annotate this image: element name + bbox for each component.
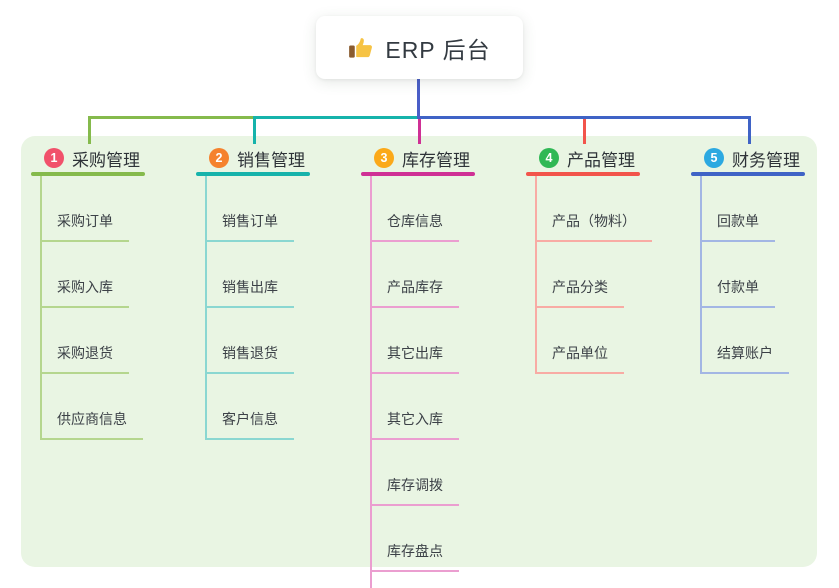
- child-node[interactable]: 产品（物料）: [537, 176, 652, 242]
- branch-children: 销售订单销售出库销售退货客户信息: [205, 175, 360, 440]
- child-node[interactable]: 回款单: [702, 176, 775, 242]
- branch-number-badge: 3: [374, 148, 394, 168]
- branch-drop-line: [418, 117, 421, 144]
- child-node[interactable]: 仓库信息: [372, 176, 459, 242]
- connector-segment: [88, 116, 253, 119]
- branch-header[interactable]: 1 采购管理: [31, 146, 195, 170]
- child-node[interactable]: 出库库明细: [372, 572, 473, 588]
- thumbs-up-icon: [348, 34, 375, 61]
- connector-segment: [417, 116, 751, 119]
- branch-header[interactable]: 3 库存管理: [361, 146, 525, 170]
- child-node[interactable]: 库存盘点: [372, 506, 459, 572]
- branch-1: 1 采购管理 采购订单采购入库采购退货供应商信息: [31, 146, 195, 440]
- branch-underline: [361, 172, 475, 176]
- branches-panel: [21, 136, 817, 567]
- branch-underline: [31, 172, 145, 176]
- branch-header[interactable]: 4 产品管理: [526, 146, 690, 170]
- branch-3: 3 库存管理 仓库信息产品库存其它出库其它入库库存调拨库存盘点出库库明细: [361, 146, 525, 588]
- branch-4: 4 产品管理 产品（物料）产品分类产品单位: [526, 146, 690, 374]
- child-node[interactable]: 客户信息: [207, 374, 294, 440]
- branch-label: 产品管理: [567, 150, 635, 170]
- branch-underline: [526, 172, 640, 176]
- branch-number-badge: 2: [209, 148, 229, 168]
- child-node[interactable]: 供应商信息: [42, 374, 143, 440]
- child-node[interactable]: 销售出库: [207, 242, 294, 308]
- branch-5: 5 财务管理 回款单付款单结算账户: [691, 146, 839, 374]
- child-node[interactable]: 销售退货: [207, 308, 294, 374]
- child-node[interactable]: 产品分类: [537, 242, 624, 308]
- branch-label: 销售管理: [237, 150, 305, 170]
- branch-2: 2 销售管理 销售订单销售出库销售退货客户信息: [196, 146, 360, 440]
- branch-drop-line: [88, 117, 91, 144]
- child-node[interactable]: 产品库存: [372, 242, 459, 308]
- child-node[interactable]: 产品单位: [537, 308, 624, 374]
- branch-underline: [196, 172, 310, 176]
- child-node[interactable]: 采购退货: [42, 308, 129, 374]
- branch-header[interactable]: 2 销售管理: [196, 146, 360, 170]
- child-node[interactable]: 其它入库: [372, 374, 459, 440]
- branch-number-badge: 5: [704, 148, 724, 168]
- child-node[interactable]: 采购入库: [42, 242, 129, 308]
- branch-label: 采购管理: [72, 150, 140, 170]
- branch-drop-line: [253, 117, 256, 144]
- branch-label: 库存管理: [402, 150, 470, 170]
- branch-children: 采购订单采购入库采购退货供应商信息: [40, 175, 195, 440]
- child-node[interactable]: 付款单: [702, 242, 775, 308]
- child-node[interactable]: 采购订单: [42, 176, 129, 242]
- branch-drop-line: [583, 117, 586, 144]
- branch-number-badge: 1: [44, 148, 64, 168]
- branch-children: 产品（物料）产品分类产品单位: [535, 175, 690, 374]
- branch-children: 回款单付款单结算账户: [700, 175, 839, 374]
- child-node[interactable]: 库存调拨: [372, 440, 459, 506]
- branch-drop-line: [748, 117, 751, 144]
- root-title: ERP 后台: [385, 36, 491, 63]
- child-node[interactable]: 其它出库: [372, 308, 459, 374]
- branch-number-badge: 4: [539, 148, 559, 168]
- connector-segment: [253, 116, 419, 119]
- branch-underline: [691, 172, 805, 176]
- branch-label: 财务管理: [732, 150, 800, 170]
- root-node[interactable]: ERP 后台: [316, 16, 523, 79]
- child-node[interactable]: 销售订单: [207, 176, 294, 242]
- child-node[interactable]: 结算账户: [702, 308, 789, 374]
- branch-header[interactable]: 5 财务管理: [691, 146, 839, 170]
- root-stem-line: [417, 79, 420, 118]
- branch-children: 仓库信息产品库存其它出库其它入库库存调拨库存盘点出库库明细: [370, 175, 525, 588]
